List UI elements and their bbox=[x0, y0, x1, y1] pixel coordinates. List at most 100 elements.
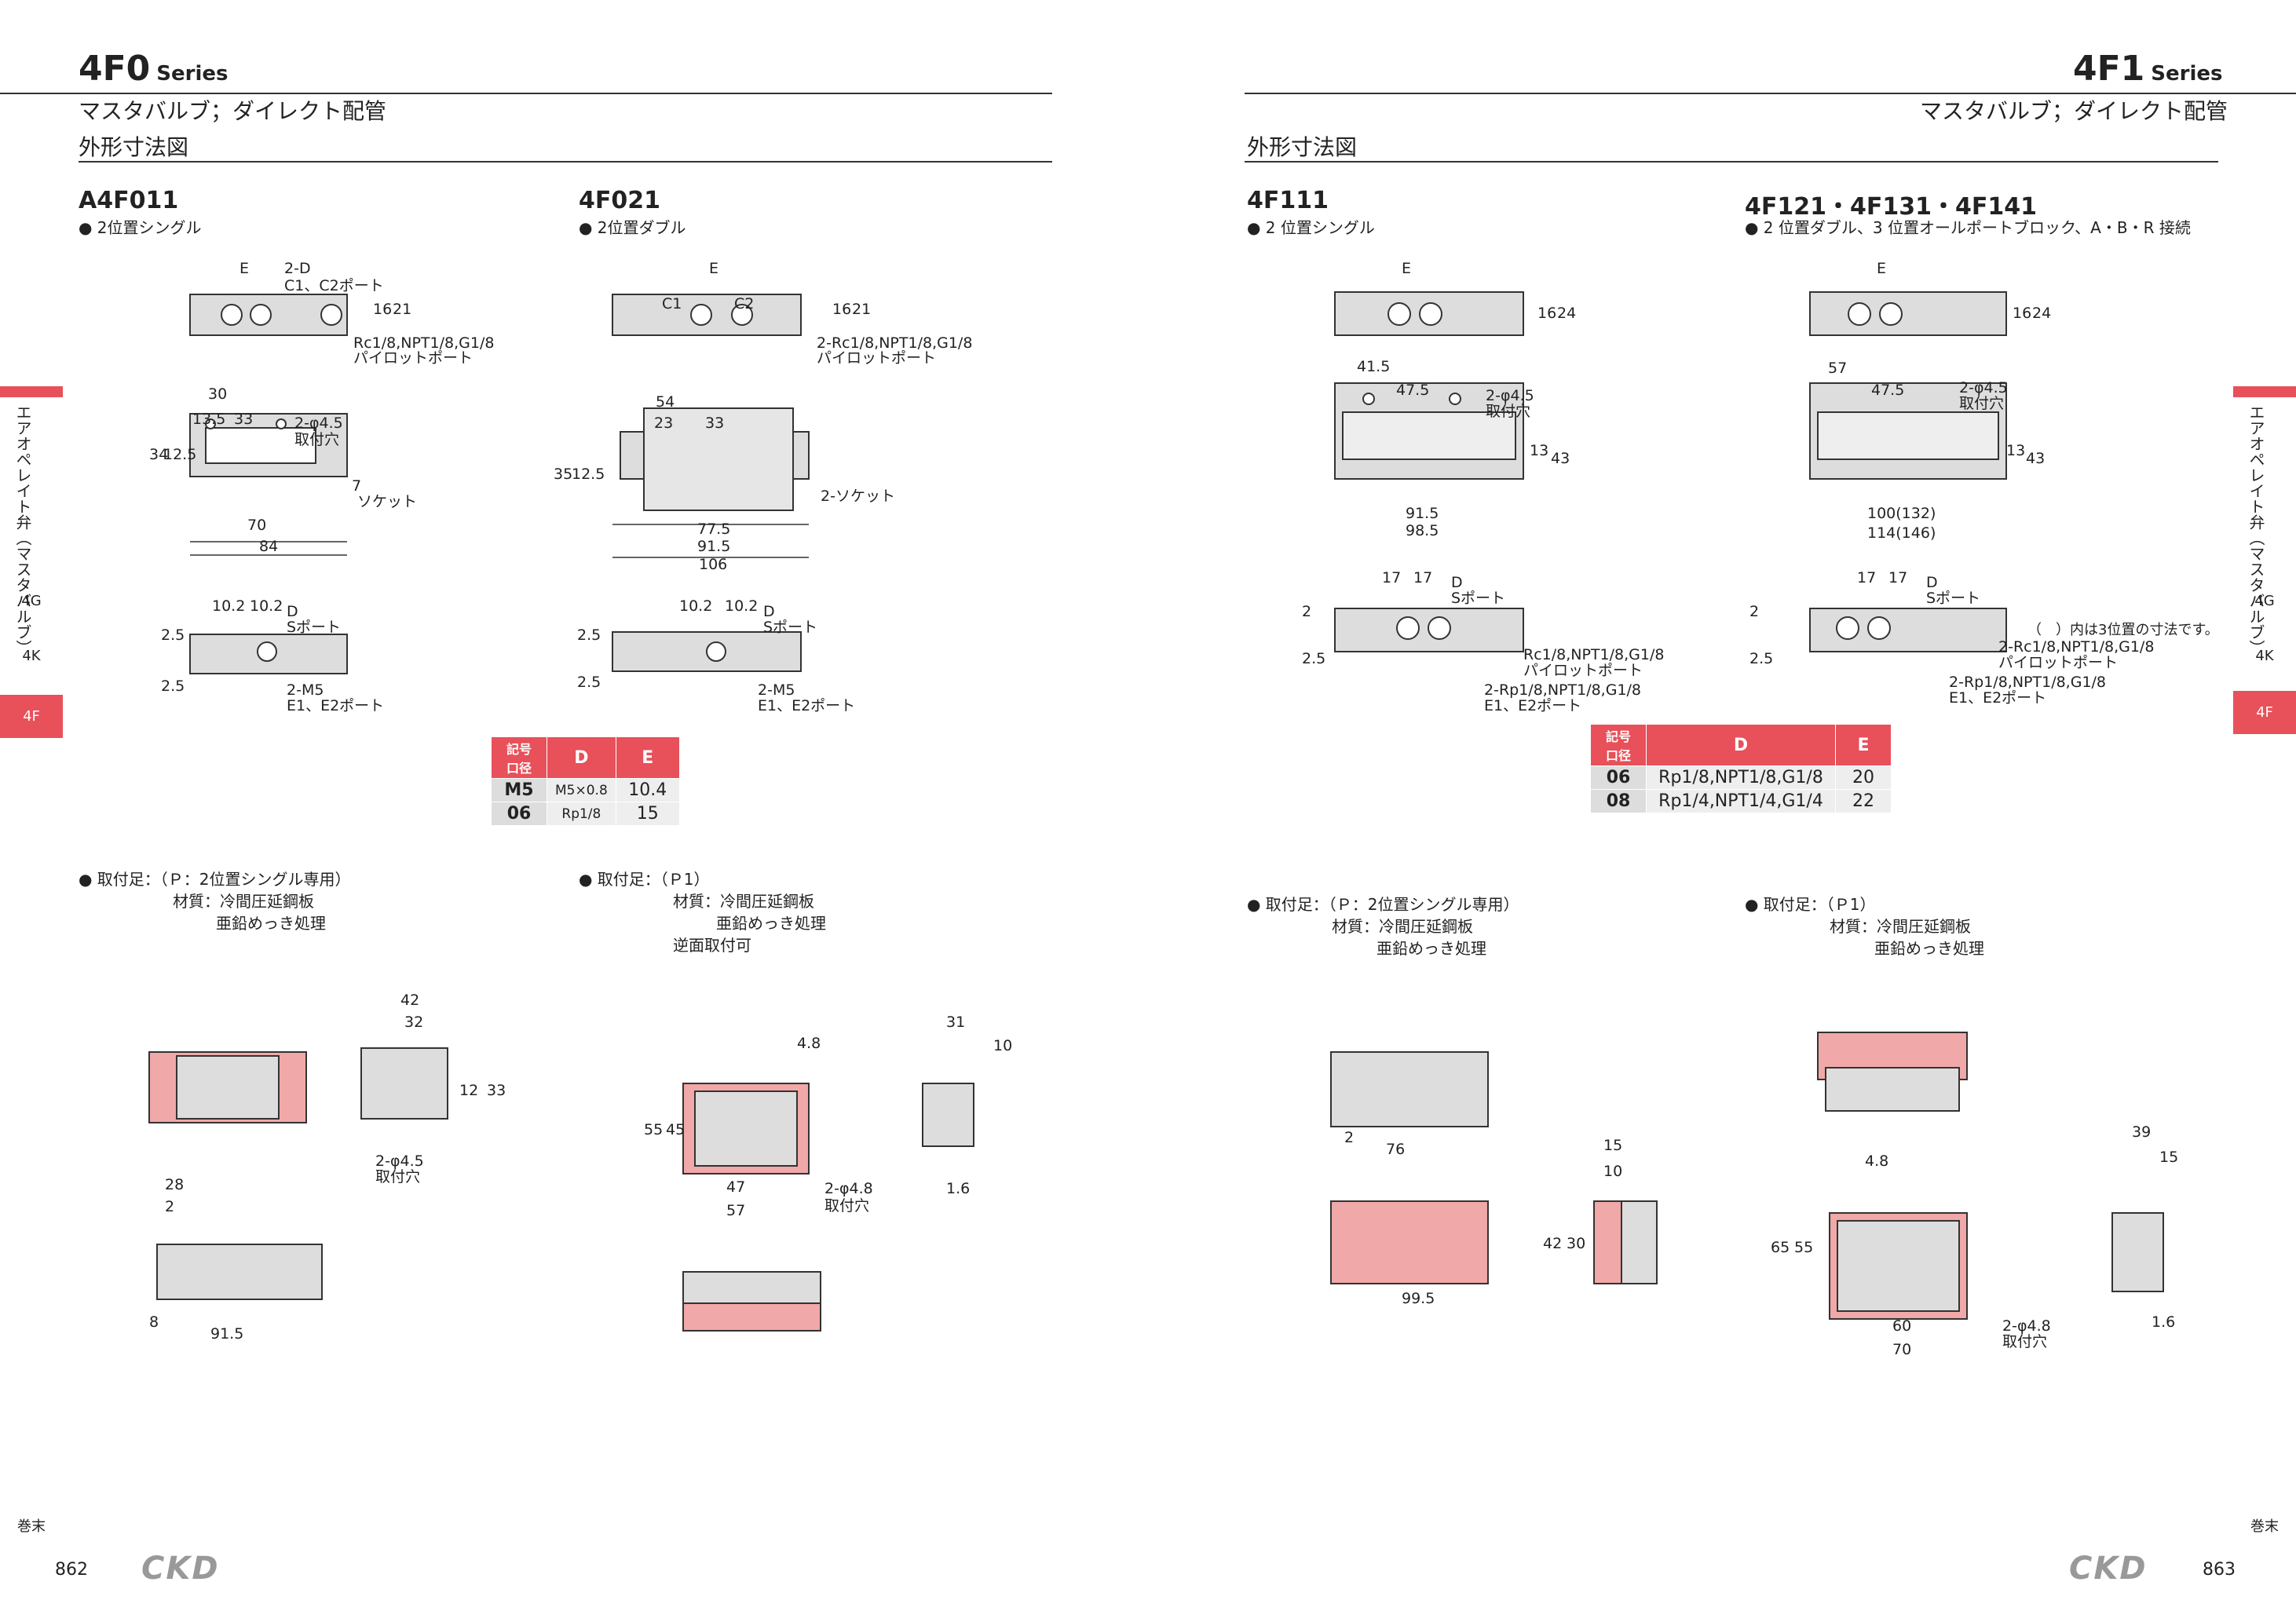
dim-label: 33 bbox=[487, 1082, 506, 1099]
table-head-e: E bbox=[615, 736, 680, 779]
right-drawings: E 16 24 41.5 47.5 2-φ4.5 取付穴 13 43 91.5 … bbox=[1302, 260, 2178, 1358]
dim-label: 7 bbox=[352, 477, 361, 495]
left-subtitle: マスタバルブ；ダイレクト配管 bbox=[79, 98, 387, 124]
dim-label: 2-φ4.5 bbox=[1486, 387, 1534, 404]
dim-label: 33 bbox=[234, 411, 253, 428]
model-4f121: 4F121・4F131・4F141 bbox=[1745, 193, 2037, 221]
right-page-number: 863 bbox=[2203, 1560, 2236, 1580]
right-subtitle: マスタバルブ；ダイレクト配管 bbox=[1920, 98, 2228, 124]
left-mount2-note: ● 取付足：（Ｐ1） 材質：冷間圧延鋼板 亜鉛めっき処理 逆面取付可 bbox=[579, 870, 826, 955]
dim-label: 10.2 bbox=[679, 597, 712, 615]
tab-4g-right[interactable]: 4G bbox=[2254, 593, 2275, 609]
model-4f111: 4F111 bbox=[1247, 187, 1329, 214]
dim-label: 47 bbox=[726, 1178, 745, 1196]
dim-label: 32 bbox=[404, 1014, 423, 1031]
model-4f021: 4F021 bbox=[579, 187, 660, 214]
dim-label: 21 bbox=[852, 301, 871, 318]
dim-label: E1、E2ポート bbox=[758, 697, 855, 714]
tab-4g[interactable]: 4G bbox=[21, 593, 42, 609]
table-row: 06 Rp1/8 15 bbox=[491, 802, 680, 826]
dim-label: 42 bbox=[400, 992, 419, 1009]
right-mount2-note: ● 取付足：（Ｐ1） 材質：冷間圧延鋼板 亜鉛めっき処理 bbox=[1745, 895, 1984, 958]
dim-label: 取付穴 bbox=[824, 1197, 869, 1215]
dim-label: 17 bbox=[1857, 569, 1876, 586]
dim-label: 17 bbox=[1888, 569, 1907, 586]
dim-label: 13 bbox=[2006, 442, 2025, 459]
dim-label: 33 bbox=[705, 415, 724, 432]
dim-label: 106 bbox=[699, 556, 727, 573]
model-a4f011-desc: ● 2位置シングル bbox=[79, 218, 202, 237]
tab-4k-right[interactable]: 4K bbox=[2255, 648, 2274, 664]
dim-label: 17 bbox=[1382, 569, 1401, 586]
dim-label: E bbox=[1877, 260, 1886, 277]
dim-label: 2 bbox=[1344, 1129, 1354, 1146]
tab-4k[interactable]: 4K bbox=[22, 648, 41, 664]
dim-label: 24 bbox=[2032, 305, 2051, 322]
dim-label: 12.5 bbox=[163, 446, 196, 463]
tab-end-right[interactable]: 巻末 bbox=[2250, 1518, 2279, 1535]
dim-label: 39 bbox=[2132, 1123, 2151, 1141]
model-4f111-desc: ● 2 位置シングル bbox=[1247, 218, 1375, 237]
dim-label: E1、E2ポート bbox=[1949, 689, 2046, 707]
dim-label: Sポート bbox=[1926, 590, 1980, 607]
dim-label: 1.6 bbox=[946, 1180, 970, 1197]
dim-label: ソケット bbox=[357, 493, 417, 510]
dim-label: 2.5 bbox=[161, 678, 185, 695]
dim-label: E1、E2ポート bbox=[1484, 697, 1581, 714]
dim-label: 2.5 bbox=[577, 674, 601, 691]
dim-label: 10 bbox=[993, 1037, 1012, 1054]
dim-label: 2-φ4.8 bbox=[2002, 1317, 2051, 1335]
model-4f121-desc: ● 2 位置ダブル、3 位置オールポートブロック、A・B・R 接続 bbox=[1745, 218, 2191, 237]
right-spec-table: 記号 口径 D E 06 Rp1/8,NPT1/8,G1/8 20 08 Rp1… bbox=[1590, 724, 1892, 813]
dim-label: 16 bbox=[373, 301, 392, 318]
dim-label: 10 bbox=[1603, 1163, 1622, 1180]
right-sidebar-label: エアオペレイト弁（マスタバルブ） bbox=[2247, 404, 2265, 656]
dim-label: 2-Rp1/8,NPT1/8,G1/8 bbox=[1484, 681, 1641, 699]
left-drawings: E 2-D C1、C2ポート 16 21 Rc1/8,NPT1/8,G1/8 パ… bbox=[148, 260, 1012, 1343]
dim-label: 2-φ4.5 bbox=[375, 1153, 424, 1170]
dim-label: 4.8 bbox=[797, 1035, 821, 1052]
dim-label: 2-ソケット bbox=[821, 488, 895, 505]
table-head-d: D bbox=[547, 736, 616, 779]
dim-label: 2 bbox=[1749, 603, 1759, 620]
dim-label: 47.5 bbox=[1871, 382, 1904, 399]
dim-label: 43 bbox=[1551, 450, 1570, 467]
dim-label: 55 bbox=[1794, 1239, 1813, 1256]
dim-label: 91.5 bbox=[210, 1325, 243, 1343]
dim-label: 30 bbox=[1567, 1235, 1585, 1252]
dim-label: 35 bbox=[554, 466, 572, 483]
dim-label: 取付穴 bbox=[375, 1168, 420, 1185]
table-row: 08 Rp1/4,NPT1/4,G1/4 22 bbox=[1590, 789, 1892, 813]
tab-4f[interactable]: 4F bbox=[0, 695, 63, 738]
dim-label: C1 bbox=[662, 295, 682, 312]
dim-label: 2.5 bbox=[161, 627, 185, 644]
dim-label: 91.5 bbox=[1406, 505, 1439, 522]
tab-4f-right[interactable]: 4F bbox=[2233, 691, 2296, 734]
dim-label: Rc1/8,NPT1/8,G1/8 bbox=[353, 334, 494, 352]
table-head-key: 記号 口径 bbox=[1590, 724, 1647, 766]
dim-label: 16 bbox=[2013, 305, 2031, 322]
dim-label: E bbox=[239, 260, 249, 277]
dim-label: 15 bbox=[2159, 1149, 2178, 1166]
dim-label: D bbox=[287, 603, 298, 620]
dim-label: 8 bbox=[149, 1313, 159, 1331]
left-section-title: 外形寸法図 bbox=[79, 134, 189, 160]
4f121-top-body bbox=[1809, 291, 2007, 336]
mount-b-side bbox=[922, 1083, 974, 1147]
dim-label: 21 bbox=[393, 301, 411, 318]
dim-label: 76 bbox=[1386, 1141, 1405, 1158]
dim-label: 2-Rp1/8,NPT1/8,G1/8 bbox=[1949, 674, 2106, 691]
dim-label: 57 bbox=[726, 1202, 745, 1219]
dim-label: パイロットポート bbox=[817, 349, 936, 367]
dim-label: 70 bbox=[1892, 1341, 1911, 1358]
dim-label: 2 bbox=[165, 1198, 174, 1215]
dim-label: 30 bbox=[208, 385, 227, 403]
tab-end[interactable]: 巻末 bbox=[17, 1518, 46, 1535]
dim-label: Sポート bbox=[287, 619, 341, 636]
dim-label: 10.2 bbox=[725, 597, 758, 615]
dim-label: 4.8 bbox=[1865, 1153, 1888, 1170]
dim-label: 2 bbox=[1302, 603, 1311, 620]
right-section-title: 外形寸法図 bbox=[1247, 134, 1358, 160]
table-head-d: D bbox=[1646, 724, 1836, 766]
